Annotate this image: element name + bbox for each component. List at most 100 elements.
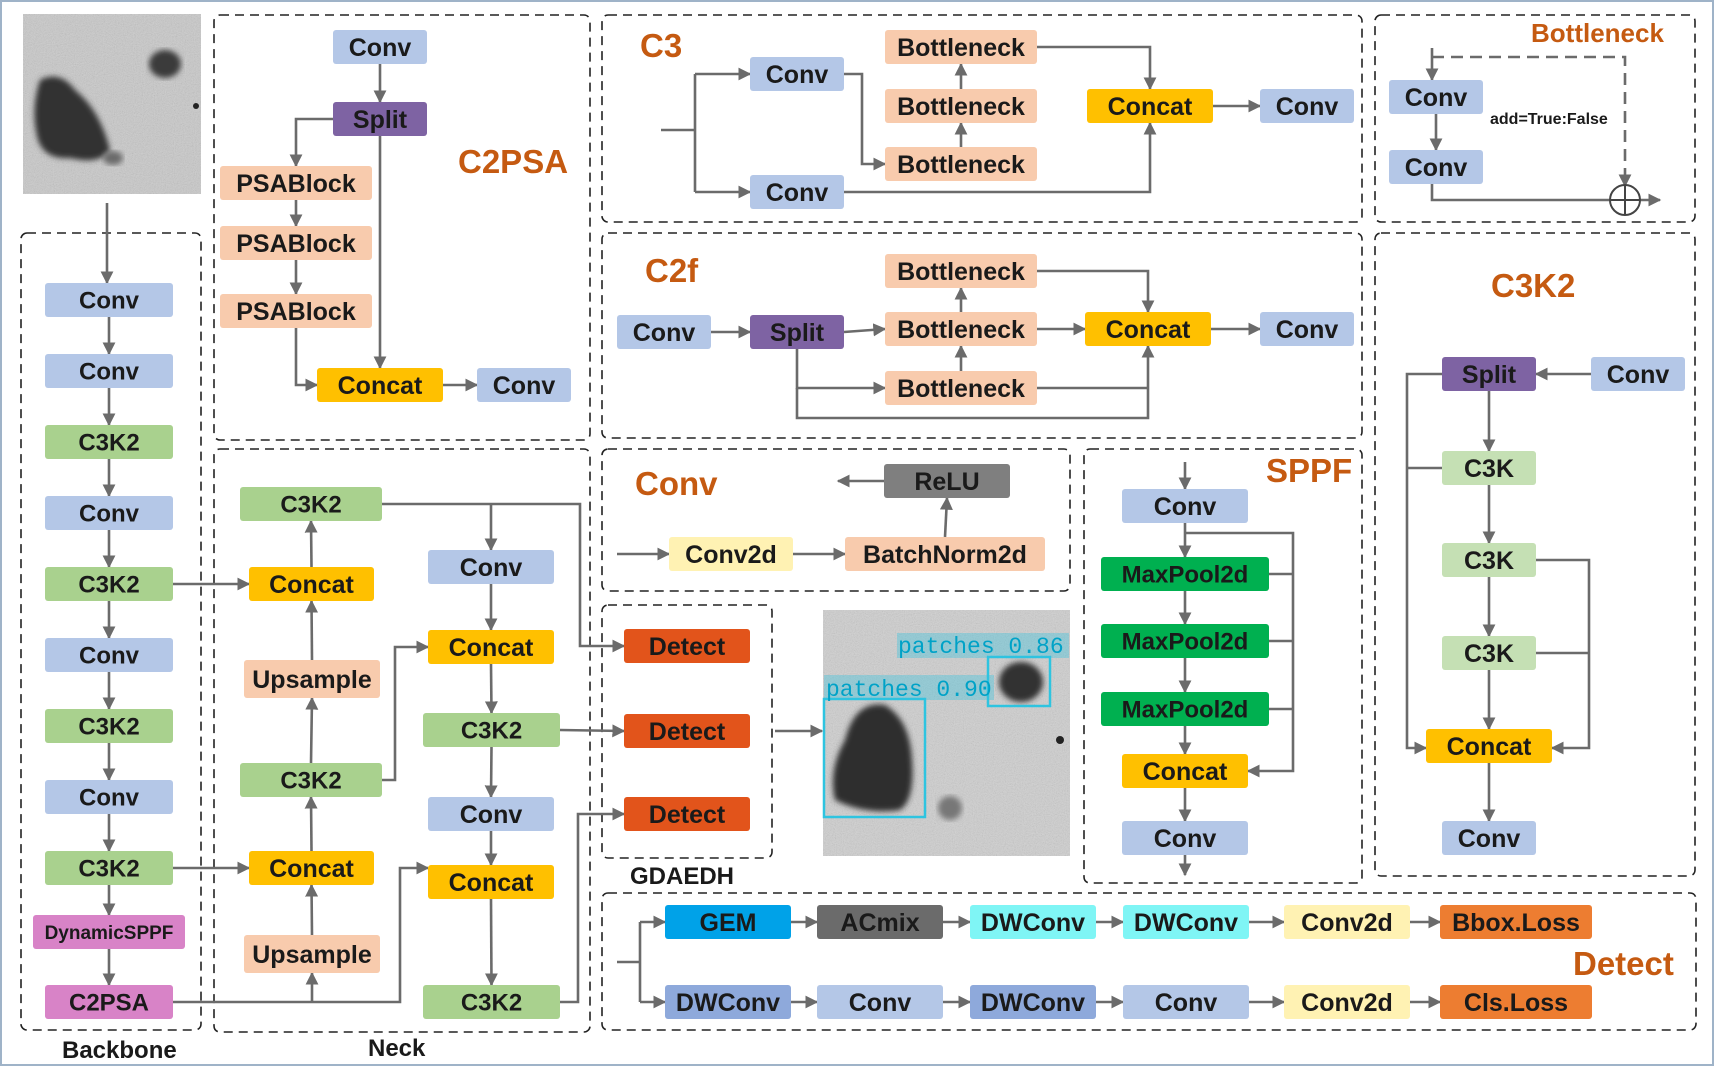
connector: [305, 883, 319, 936]
block-label: Detect: [649, 801, 726, 829]
block-label: Concat: [1108, 93, 1193, 121]
title-detect: Detect: [1573, 945, 1674, 982]
block-label: Conv: [849, 989, 912, 1017]
block-label: DWConv: [1134, 909, 1238, 937]
block-label: PSABlock: [236, 230, 356, 258]
connector: [1037, 45, 1157, 91]
block-label: Conv2d: [1301, 989, 1393, 1017]
connector: [305, 696, 319, 764]
block-c2f-conv-in: Conv: [617, 315, 711, 349]
block-c3-bn3: Bottleneck: [885, 147, 1037, 181]
block-c2f-conv-out: Conv: [1260, 312, 1354, 346]
block-sp-concat: Concat: [1122, 754, 1248, 788]
block-sp-conv-in: Conv: [1122, 489, 1248, 523]
connector: [382, 640, 430, 782]
block-label: Bottleneck: [897, 316, 1025, 344]
block-c2psa-psa1: PSABlock: [220, 166, 372, 200]
connector: [1430, 184, 1662, 207]
block-bb-c3k2-4: C3K2: [45, 851, 173, 885]
block-label: Concat: [449, 869, 534, 897]
block-nk-c3k2-top: C3K2: [240, 487, 382, 521]
neck-group: [213, 448, 591, 1033]
block-label: Conv: [633, 319, 696, 347]
block-cv-batchnorm: BatchNorm2d: [845, 537, 1045, 571]
block-label: C3K2: [78, 572, 139, 599]
block-nk-concat-1: Concat: [249, 567, 374, 601]
block-label: DWConv: [981, 989, 1085, 1017]
block-nk-concat-4: Concat: [428, 865, 554, 899]
block-label: Concat: [338, 372, 423, 400]
block-det1: Detect: [624, 629, 750, 663]
block-bb-conv4: Conv: [45, 638, 173, 672]
caption-gdaedh: GDAEDH: [630, 863, 734, 890]
block-bb-conv5: Conv: [45, 780, 173, 814]
detection-image: patches 0.86 patches 0.90: [822, 610, 1070, 856]
block-label: Conv: [349, 34, 412, 62]
block-nk-upsample-1: Upsample: [244, 660, 380, 698]
block-c2f-split: Split: [750, 315, 844, 349]
block-label: Split: [770, 319, 825, 347]
caption-backbone: Backbone: [62, 1037, 177, 1064]
block-label: DynamicSPPF: [45, 923, 174, 944]
block-label: DWConv: [981, 909, 1085, 937]
title-c3: C3: [640, 27, 682, 64]
connector: [305, 599, 319, 661]
detection-label-2: patches 0.90: [826, 677, 992, 703]
connector: [484, 663, 498, 715]
block-label: Conv: [493, 372, 556, 400]
connector: [294, 328, 319, 392]
block-label: Conv: [79, 288, 140, 315]
block-label: Detect: [649, 718, 726, 746]
block-label: PSABlock: [236, 170, 356, 198]
block-label: Conv: [1154, 825, 1217, 853]
block-sp-conv-out: Conv: [1122, 821, 1248, 855]
block-label: C3K2: [280, 492, 341, 519]
block-label: GEM: [700, 909, 757, 937]
block-c3-conv-out: Conv: [1260, 89, 1354, 123]
titles: C2PSA C3 Bottleneck C2f C3K2 Conv SPPF D…: [62, 18, 1674, 1064]
block-bn-conv2: Conv: [1389, 150, 1483, 184]
block-bb-c3k2-1: C3K2: [45, 425, 173, 459]
block-label: MaxPool2d: [1122, 629, 1249, 656]
connector: [289, 117, 333, 168]
connector: [844, 72, 887, 171]
block-bb-c2psa: C2PSA: [45, 985, 173, 1019]
block-dt-conv-b: Conv: [1123, 985, 1249, 1019]
block-bb-dynsppf: DynamicSPPF: [33, 915, 185, 949]
block-c3-concat: Concat: [1087, 89, 1213, 123]
block-ck-conv-in: Conv: [1591, 357, 1685, 391]
block-label: Conv: [79, 643, 140, 670]
block-dt-conv2d-a: Conv2d: [1284, 905, 1410, 939]
block-c2psa-split: Split: [333, 102, 427, 136]
add-note: add=True:False: [1490, 111, 1608, 128]
block-c3-bn2: Bottleneck: [885, 89, 1037, 123]
title-c3k2: C3K2: [1491, 267, 1575, 304]
block-label: Concat: [1447, 733, 1532, 761]
connector: [1432, 55, 1632, 188]
block-c2psa-psa3: PSABlock: [220, 294, 372, 328]
block-c2f-bn2: Bottleneck: [885, 312, 1037, 346]
block-nk-c3k2-r1: C3K2: [423, 713, 560, 747]
block-label: Bottleneck: [897, 34, 1025, 62]
block-label: Conv: [1276, 316, 1339, 344]
connector: [1037, 269, 1155, 314]
block-nk-concat-2: Concat: [249, 851, 374, 885]
block-label: Conv2d: [685, 541, 777, 569]
add-node: [1609, 184, 1641, 216]
block-c3-bn1: Bottleneck: [885, 30, 1037, 64]
title-conv: Conv: [635, 465, 718, 502]
block-label: DWConv: [676, 989, 780, 1017]
block-label: C3K2: [78, 856, 139, 883]
block-label: Bottleneck: [897, 151, 1025, 179]
block-label: Conv: [1154, 493, 1217, 521]
block-label: Split: [1462, 361, 1517, 389]
block-label: Split: [353, 106, 408, 134]
block-label: ReLU: [914, 468, 979, 496]
block-c2f-concat: Concat: [1085, 312, 1211, 346]
block-dt-conv2d-b: Conv2d: [1284, 985, 1410, 1019]
connector: [382, 502, 626, 653]
block-bb-conv1: Conv: [45, 283, 173, 317]
block-ck-split: Split: [1442, 357, 1536, 391]
